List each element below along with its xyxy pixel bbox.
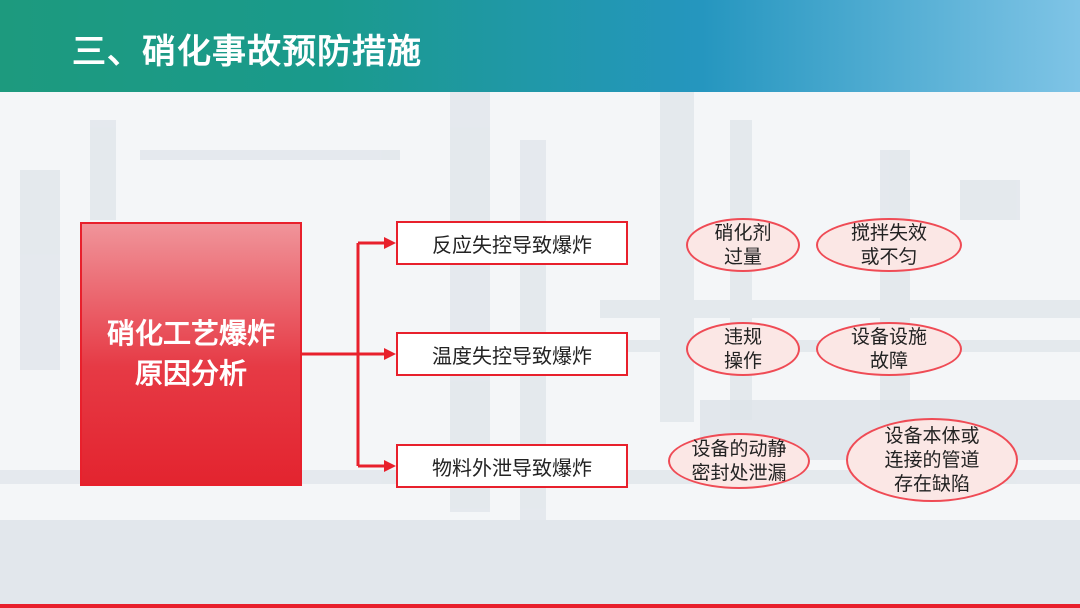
main-cause-line-1: 硝化工艺爆炸 [106, 317, 275, 350]
factor-ellipse: 设备的动静密封处泄漏 [668, 433, 810, 489]
page-title: 三、硝化事故预防措施 [72, 32, 422, 72]
factor-text: 硝化剂 [714, 222, 772, 244]
cause-box-material-leak: 物料外泄导致爆炸 [396, 444, 628, 488]
factor-ellipse: 设备设施故障 [816, 322, 962, 376]
factor-text: 过量 [723, 246, 762, 268]
header-bar [0, 0, 1080, 92]
factor-text: 密封处泄漏 [691, 462, 787, 484]
factor-text: 违规 [723, 326, 762, 348]
main-cause-line-2: 原因分析 [134, 357, 247, 390]
factor-ellipse: 搅拌失效或不匀 [816, 218, 962, 272]
factor-ellipse: 硝化剂过量 [686, 218, 800, 272]
factor-text: 连接的管道 [884, 449, 980, 471]
factor-text: 故障 [869, 350, 908, 372]
factor-text: 设备本体或 [884, 425, 980, 447]
factor-text: 操作 [723, 350, 762, 372]
factor-text: 设备设施 [850, 326, 927, 348]
factor-text: 设备的动静 [691, 438, 787, 460]
factor-text: 搅拌失效 [850, 222, 927, 244]
cause-box-temperature-runaway: 温度失控导致爆炸 [396, 332, 628, 376]
factor-ellipse: 设备本体或连接的管道存在缺陷 [846, 418, 1018, 502]
bottom-accent-line [0, 604, 1080, 608]
factor-ellipse: 违规操作 [686, 322, 800, 376]
cause-box-reaction-runaway: 反应失控导致爆炸 [396, 221, 628, 265]
factor-text: 或不匀 [860, 246, 918, 268]
factor-text: 存在缺陷 [893, 473, 970, 495]
main-cause-text: 硝化工艺爆炸 原因分析 [101, 314, 281, 394]
main-cause-box: 硝化工艺爆炸 原因分析 [80, 222, 302, 486]
